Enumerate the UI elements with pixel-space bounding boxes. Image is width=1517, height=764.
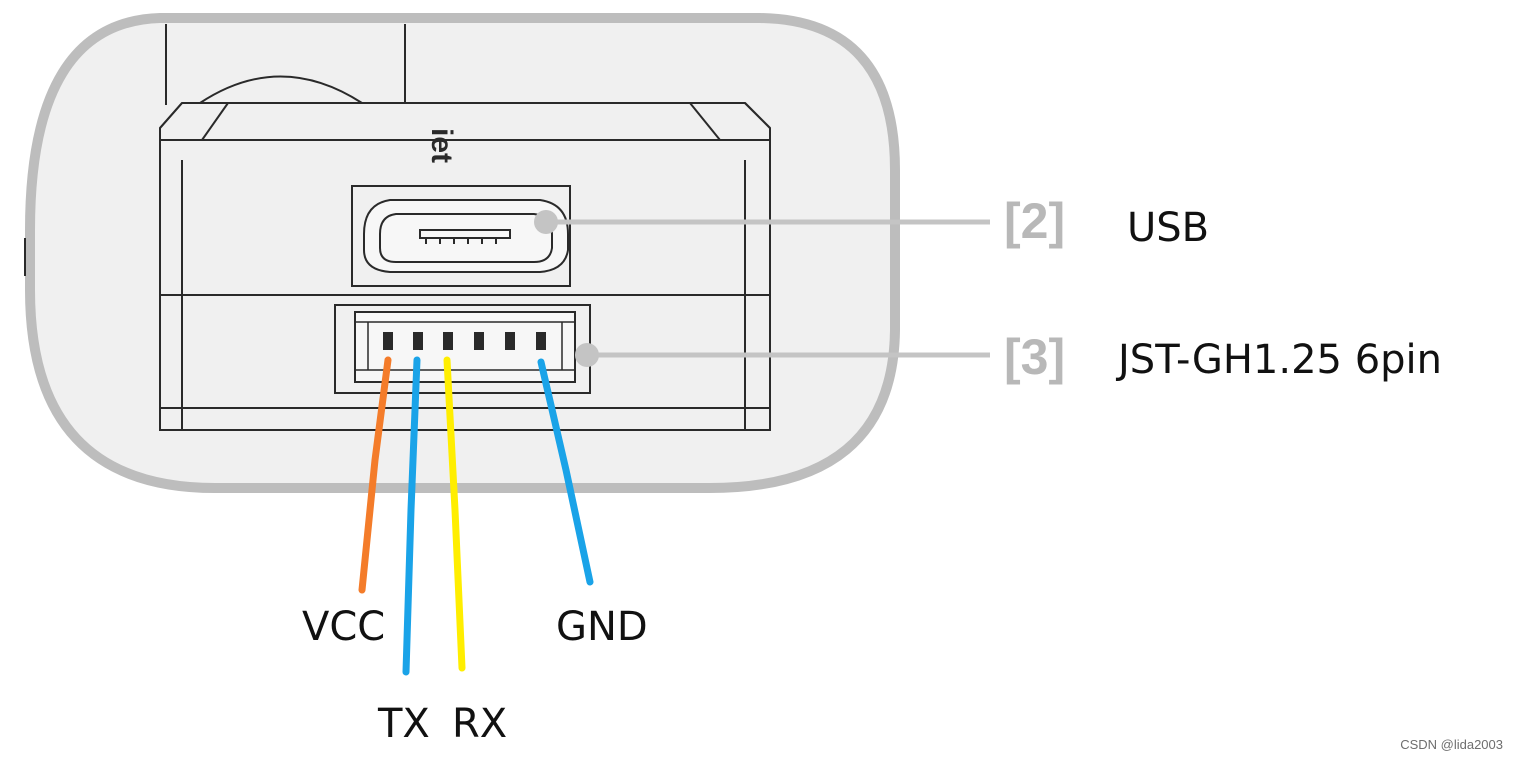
- wire-gnd: [537, 358, 594, 586]
- watermark: CSDN @lida2003: [1400, 737, 1503, 752]
- case-dome: [199, 75, 363, 104]
- wire-label-vcc: VCC: [302, 604, 386, 650]
- callout-jst-number: [3]: [1004, 329, 1066, 385]
- bevel-line-4: [744, 102, 771, 129]
- jst-pin-6: [536, 332, 546, 350]
- wire-label-rx: RX: [452, 701, 508, 747]
- wire-label-gnd: GND: [556, 604, 648, 650]
- bevel-line-3: [689, 102, 721, 141]
- callout-usb-leader: [534, 210, 990, 234]
- jst-pin-1: [383, 332, 393, 350]
- jst-pins: [383, 332, 546, 350]
- jst-pin-5: [505, 332, 515, 350]
- bevel-line-2: [201, 102, 229, 141]
- usb-tongue: [419, 229, 511, 244]
- callout-usb-number: [2]: [1004, 193, 1066, 249]
- bevel-line-1: [159, 102, 183, 129]
- wire-vcc: [358, 356, 392, 594]
- jst-pin-4: [474, 332, 484, 350]
- wire-rx: [443, 356, 466, 672]
- usb-port: [363, 199, 569, 273]
- wire-label-tx: TX: [378, 701, 430, 747]
- callout-jst-label: JST-GH1.25 6pin: [1118, 337, 1443, 383]
- case-text: iet: [425, 128, 458, 163]
- jst-pin-3: [443, 332, 453, 350]
- callout-usb-label: USB: [1127, 205, 1210, 251]
- callout-jst-leader: [575, 343, 990, 367]
- jst-pin-2: [413, 332, 423, 350]
- wire-tx: [402, 356, 421, 676]
- wire-lines: [358, 356, 594, 676]
